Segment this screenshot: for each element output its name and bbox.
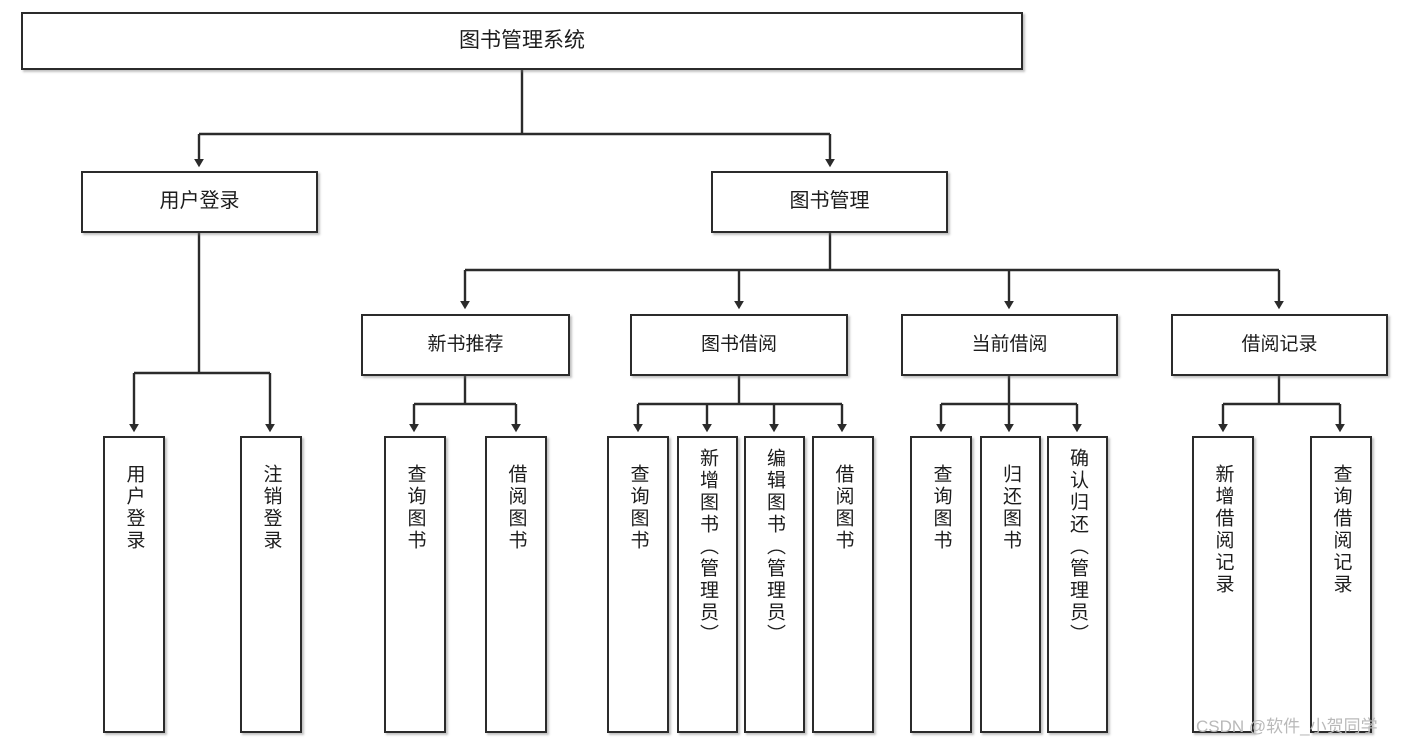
leaf-new-book-query[interactable]: 查询图书 — [384, 436, 446, 733]
leaf-new-book-query-label: 查询图书 — [404, 464, 426, 552]
leaf-borrow-query-book[interactable]: 查询图书 — [607, 436, 669, 733]
leaf-borrow-query-book-label: 查询图书 — [627, 464, 649, 552]
leaf-current-confirm-return-admin-label: 确认归还（管理员） — [1067, 448, 1088, 646]
node-book-borrow[interactable]: 图书借阅 — [630, 314, 848, 376]
node-borrow-record-label: 借阅记录 — [1241, 333, 1318, 355]
node-book-management[interactable]: 图书管理 — [711, 171, 948, 233]
leaf-borrow-borrow-book[interactable]: 借阅图书 — [812, 436, 874, 733]
leaf-user-login-logout-label: 注销登录 — [260, 464, 282, 552]
leaf-record-add-record[interactable]: 新增借阅记录 — [1192, 436, 1254, 733]
leaf-borrow-edit-book-admin-label: 编辑图书（管理员） — [764, 448, 785, 646]
node-user-login-label: 用户登录 — [159, 190, 240, 213]
leaf-new-book-borrow[interactable]: 借阅图书 — [485, 436, 547, 733]
node-current-borrow[interactable]: 当前借阅 — [901, 314, 1118, 376]
watermark-text: CSDN @软件_小贺同学 — [1196, 717, 1378, 736]
leaf-borrow-add-book-admin[interactable]: 新增图书（管理员） — [677, 436, 738, 733]
node-book-management-label: 图书管理 — [789, 190, 870, 213]
leaf-borrow-edit-book-admin[interactable]: 编辑图书（管理员） — [744, 436, 805, 733]
leaf-record-add-record-label: 新增借阅记录 — [1212, 464, 1234, 596]
node-current-borrow-label: 当前借阅 — [971, 333, 1048, 355]
leaf-current-confirm-return-admin[interactable]: 确认归还（管理员） — [1047, 436, 1108, 733]
leaf-record-query-record-label: 查询借阅记录 — [1330, 464, 1352, 596]
leaf-user-login-logout[interactable]: 注销登录 — [240, 436, 302, 733]
leaf-record-query-record[interactable]: 查询借阅记录 — [1310, 436, 1372, 733]
node-user-login[interactable]: 用户登录 — [81, 171, 318, 233]
leaf-current-query-book-label: 查询图书 — [930, 464, 952, 552]
node-book-borrow-label: 图书借阅 — [700, 333, 777, 355]
leaf-current-return-book[interactable]: 归还图书 — [980, 436, 1041, 733]
node-borrow-record[interactable]: 借阅记录 — [1171, 314, 1388, 376]
node-root-system[interactable]: 图书管理系统 — [21, 12, 1023, 70]
node-new-book-recommend-label: 新书推荐 — [427, 333, 504, 355]
leaf-new-book-borrow-label: 借阅图书 — [505, 464, 527, 552]
leaf-user-login-login-label: 用户登录 — [123, 464, 145, 552]
leaf-borrow-add-book-admin-label: 新增图书（管理员） — [697, 448, 718, 646]
leaf-current-query-book[interactable]: 查询图书 — [910, 436, 972, 733]
node-root-system-label: 图书管理系统 — [459, 28, 585, 52]
leaf-borrow-borrow-book-label: 借阅图书 — [832, 464, 854, 552]
leaf-current-return-book-label: 归还图书 — [1000, 464, 1021, 552]
leaf-user-login-login[interactable]: 用户登录 — [103, 436, 165, 733]
node-new-book-recommend[interactable]: 新书推荐 — [361, 314, 570, 376]
